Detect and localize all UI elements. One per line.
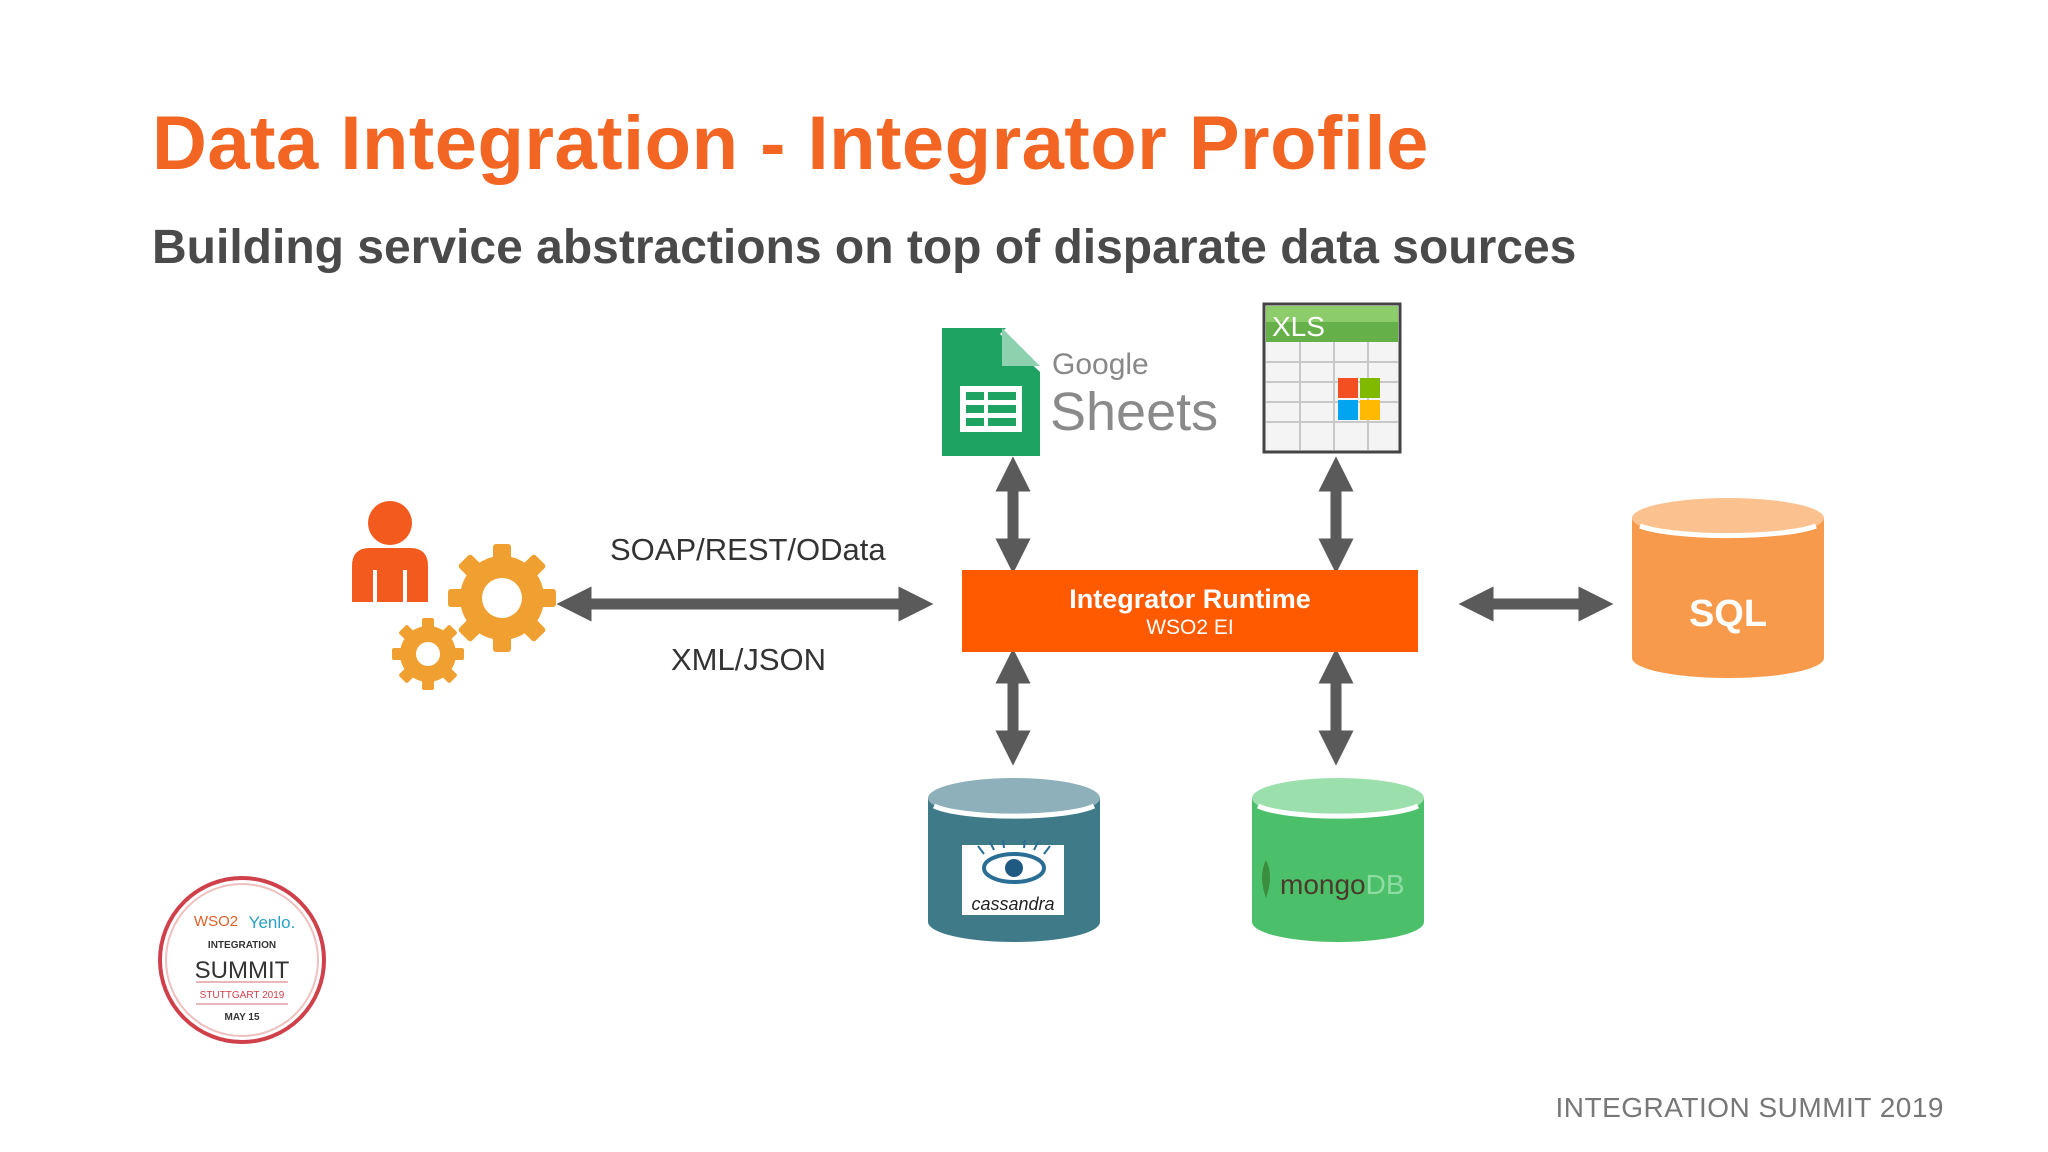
badge-stuttgart: STUTTGART 2019 — [200, 990, 285, 1001]
google-sheets-product: Sheets — [1050, 382, 1218, 442]
google-sheets-icon — [942, 328, 1040, 456]
cassandra-database-icon — [928, 778, 1100, 942]
badge-summit: SUMMIT — [195, 957, 290, 984]
runtime-subtitle: WSO2 EI — [1146, 616, 1234, 639]
mongodb-database-icon — [1252, 778, 1424, 942]
protocol-label-bottom: XML/JSON — [671, 642, 827, 677]
mongodb-label-main: mongo — [1280, 869, 1366, 900]
badge-date: MAY 15 — [224, 1012, 259, 1023]
sql-label: SQL — [1689, 593, 1767, 635]
badge-wso2: WSO2 — [194, 913, 238, 930]
badge-yenlo: Yenlo. — [249, 913, 296, 932]
sql-database-icon — [1632, 498, 1824, 678]
cassandra-label: cassandra — [971, 894, 1054, 914]
large-gear-icon — [448, 544, 556, 652]
slide-title: Data Integration - Integrator Profile — [152, 101, 1429, 186]
mongodb-label: mongoDB — [1280, 869, 1405, 900]
mongodb-label-suffix: DB — [1366, 869, 1405, 900]
xls-label: XLS — [1272, 311, 1325, 342]
runtime-title: Integrator Runtime — [1069, 584, 1311, 614]
xls-icon — [1262, 302, 1402, 454]
google-sheets-brand: Google — [1052, 348, 1149, 381]
badge-integration: INTEGRATION — [208, 940, 276, 951]
small-gear-icon — [392, 618, 464, 690]
integrator-runtime-box: Integrator Runtime WSO2 EI — [962, 570, 1418, 652]
summit-badge — [158, 876, 326, 1044]
protocol-label-top: SOAP/REST/OData — [610, 532, 886, 567]
slide-subtitle: Building service abstractions on top of … — [152, 221, 1577, 274]
user-icon — [352, 501, 428, 602]
footer-event-label: INTEGRATION SUMMIT 2019 — [1555, 1092, 1944, 1123]
